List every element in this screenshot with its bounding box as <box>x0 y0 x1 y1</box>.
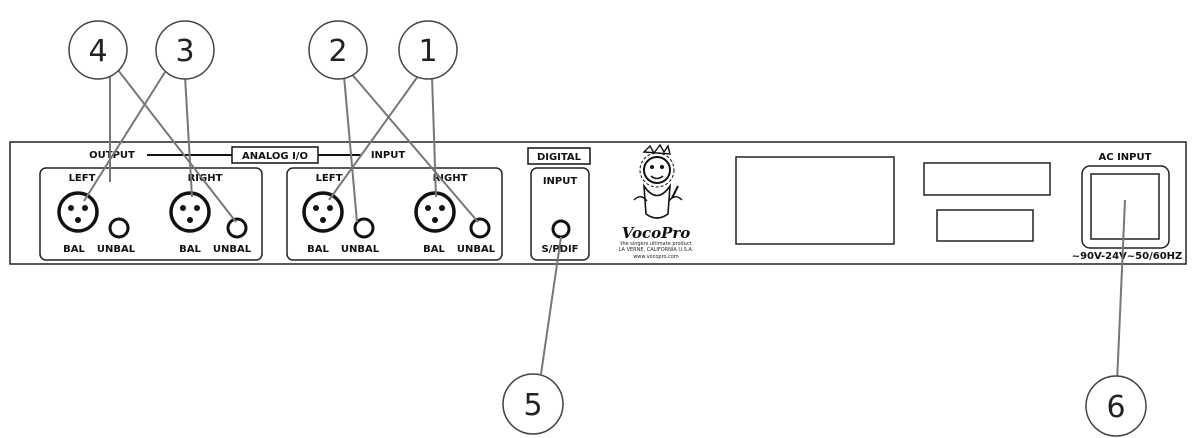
analog-io-title: ANALOG I/O <box>242 151 308 162</box>
digital-input-label: INPUT <box>543 176 578 187</box>
ac-socket-outer <box>1081 165 1170 249</box>
input-left-label: LEFT <box>316 173 343 184</box>
chassis-outline <box>9 141 1187 265</box>
svg-text:3: 3 <box>175 34 194 69</box>
svg-text:6: 6 <box>1106 390 1125 425</box>
logo-web: www.vocopro.com <box>633 254 679 260</box>
ac-socket-inner <box>1090 173 1160 240</box>
unbal-jack-input-left <box>353 217 375 239</box>
svg-text:4: 4 <box>88 34 107 69</box>
callout-2: 2 <box>308 20 368 80</box>
callout-4: 4 <box>68 20 128 80</box>
input-label: INPUT <box>371 150 406 161</box>
unbal-jack-output-right <box>226 217 248 239</box>
unbal-jack-output-left <box>108 217 130 239</box>
logo-tagline: the singers ultimate product <box>620 241 691 247</box>
output-group-box <box>39 167 263 261</box>
ac-input-title: AC INPUT <box>1099 152 1152 163</box>
callout-6: 6 <box>1085 375 1147 437</box>
output-left-label: LEFT <box>69 173 96 184</box>
blank-plate-large <box>735 156 895 245</box>
svg-text:5: 5 <box>523 388 542 423</box>
callout-leader-lines <box>83 69 1126 384</box>
digital-group-box <box>530 167 590 261</box>
bal-label: BAL <box>307 244 329 255</box>
bal-label: BAL <box>63 244 85 255</box>
unbal-label: UNBAL <box>97 244 136 255</box>
xlr-output-left <box>57 191 99 233</box>
ac-rating-label: ~90V-24V~50/60HZ <box>1072 251 1183 262</box>
input-group-box <box>286 167 503 261</box>
svg-text:1: 1 <box>418 34 437 69</box>
blank-plate-lower <box>936 209 1034 242</box>
input-right-label: RIGHT <box>433 173 468 184</box>
unbal-label: UNBAL <box>457 244 496 255</box>
xlr-input-left <box>302 191 344 233</box>
bal-label: BAL <box>423 244 445 255</box>
unbal-label: UNBAL <box>213 244 252 255</box>
unbal-label: UNBAL <box>341 244 380 255</box>
lion-mascot-logo <box>633 143 683 219</box>
digital-title: DIGITAL <box>537 152 582 163</box>
logo-address: LA VERNE, CALIFORNIA U.S.A. <box>619 247 694 253</box>
brand-logo-text: VocoPro <box>622 224 691 242</box>
svg-text:2: 2 <box>328 34 347 69</box>
unbal-jack-input-right <box>469 217 491 239</box>
xlr-output-right <box>169 191 211 233</box>
xlr-input-right <box>414 191 456 233</box>
spdif-jack <box>551 219 571 239</box>
callout-3: 3 <box>155 20 215 80</box>
blank-plate-upper <box>923 162 1051 196</box>
output-right-label: RIGHT <box>188 173 223 184</box>
bal-label: BAL <box>179 244 201 255</box>
digital-title-box <box>527 147 591 165</box>
callout-1: 1 <box>398 20 458 80</box>
callout-5: 5 <box>502 373 564 435</box>
